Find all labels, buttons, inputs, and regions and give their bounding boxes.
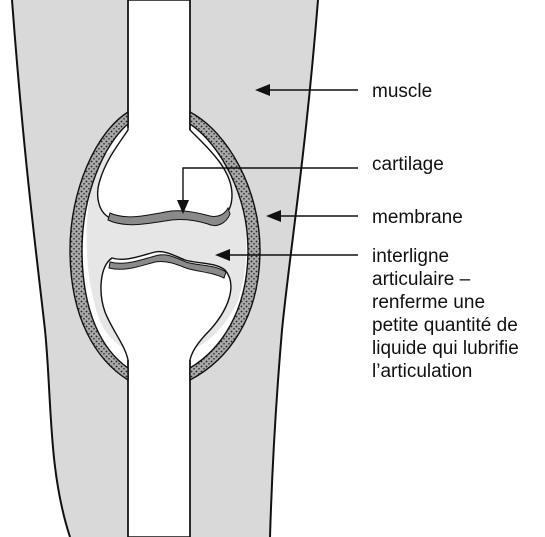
label-line: petite quantité de [372,314,519,337]
label-line: renferme une [372,291,519,314]
label-cartilage: cartilage [372,153,444,176]
label-line: articulaire – [372,268,519,291]
label-muscle: muscle [372,80,432,103]
label-line: interligne [372,245,519,268]
label-membrane: membrane [372,206,463,229]
arrow-membrane [266,210,358,222]
label-interligne-articulaire: interligne articulaire – renferme une pe… [372,245,519,383]
label-line: l’articulation [372,360,519,383]
label-line: liquide qui lubrifie [372,337,519,360]
